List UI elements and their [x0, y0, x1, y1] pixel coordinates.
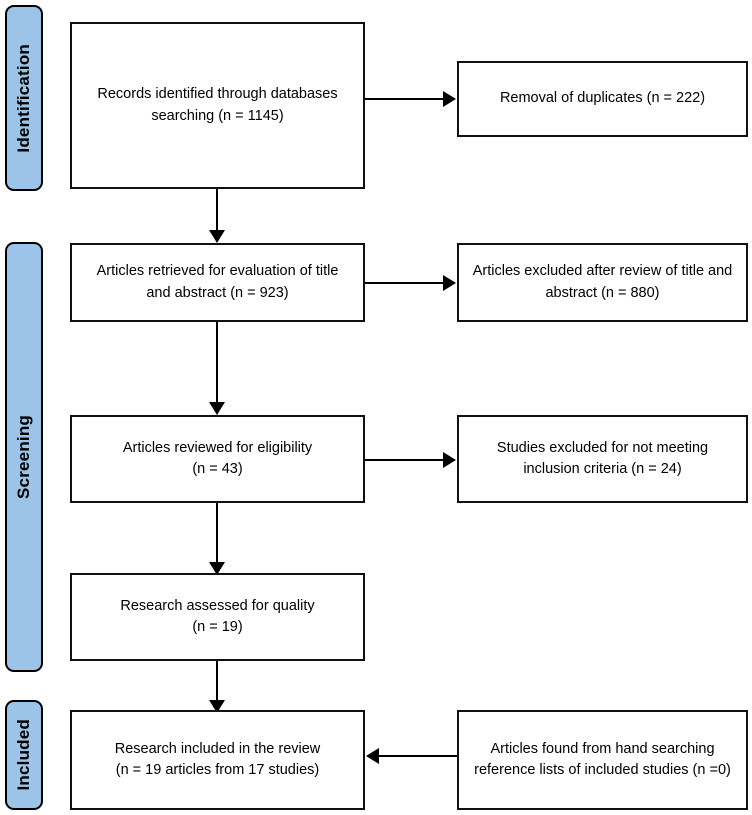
arrow-right-icon [443, 275, 456, 291]
phase-label-included: Included [14, 719, 33, 791]
node-hand-searching: Articles found from hand searching refer… [457, 710, 748, 810]
arrow-down-icon [209, 402, 225, 415]
arrow-right-icon [443, 452, 456, 468]
node-records-identified: Records identified through databases sea… [70, 22, 365, 189]
phase-bar-identification: Identification [5, 5, 43, 191]
arrow-right-icon [443, 91, 456, 107]
node-articles-reviewed-eligibility-text: Articles reviewed for eligibility (n = 4… [122, 439, 313, 477]
node-research-included: Research included in the review (n = 19 … [70, 710, 365, 810]
node-duplicates-removed: Removal of duplicates (n = 222) [457, 61, 748, 137]
node-articles-retrieved-text: Articles retrieved for evaluation of tit… [96, 263, 339, 301]
node-research-assessed-quality: Research assessed for quality (n = 19) [70, 573, 365, 661]
node-research-assessed-quality-text: Research assessed for quality (n = 19) [120, 597, 315, 635]
node-duplicates-removed-text: Removal of duplicates (n = 222) [499, 90, 706, 107]
node-hand-searching-text: Articles found from hand searching refer… [474, 740, 731, 778]
node-studies-excluded-criteria: Studies excluded for not meeting inclusi… [457, 415, 748, 503]
node-records-identified-text: Records identified through databases sea… [97, 86, 338, 124]
node-articles-excluded-title-abstract: Articles excluded after review of title … [457, 243, 748, 322]
node-research-included-text: Research included in the review (n = 19 … [114, 740, 321, 778]
node-articles-reviewed-eligibility: Articles reviewed for eligibility (n = 4… [70, 415, 365, 503]
phase-bar-screening: Screening [5, 242, 43, 672]
arrow-down-icon [209, 230, 225, 243]
arrow-left-icon [366, 748, 379, 764]
node-articles-excluded-title-abstract-text: Articles excluded after review of title … [472, 263, 733, 301]
phase-bar-included: Included [5, 700, 43, 810]
node-studies-excluded-criteria-text: Studies excluded for not meeting inclusi… [496, 439, 709, 477]
node-articles-retrieved: Articles retrieved for evaluation of tit… [70, 243, 365, 322]
phase-label-screening: Screening [14, 415, 33, 499]
phase-label-identification: Identification [14, 43, 33, 153]
